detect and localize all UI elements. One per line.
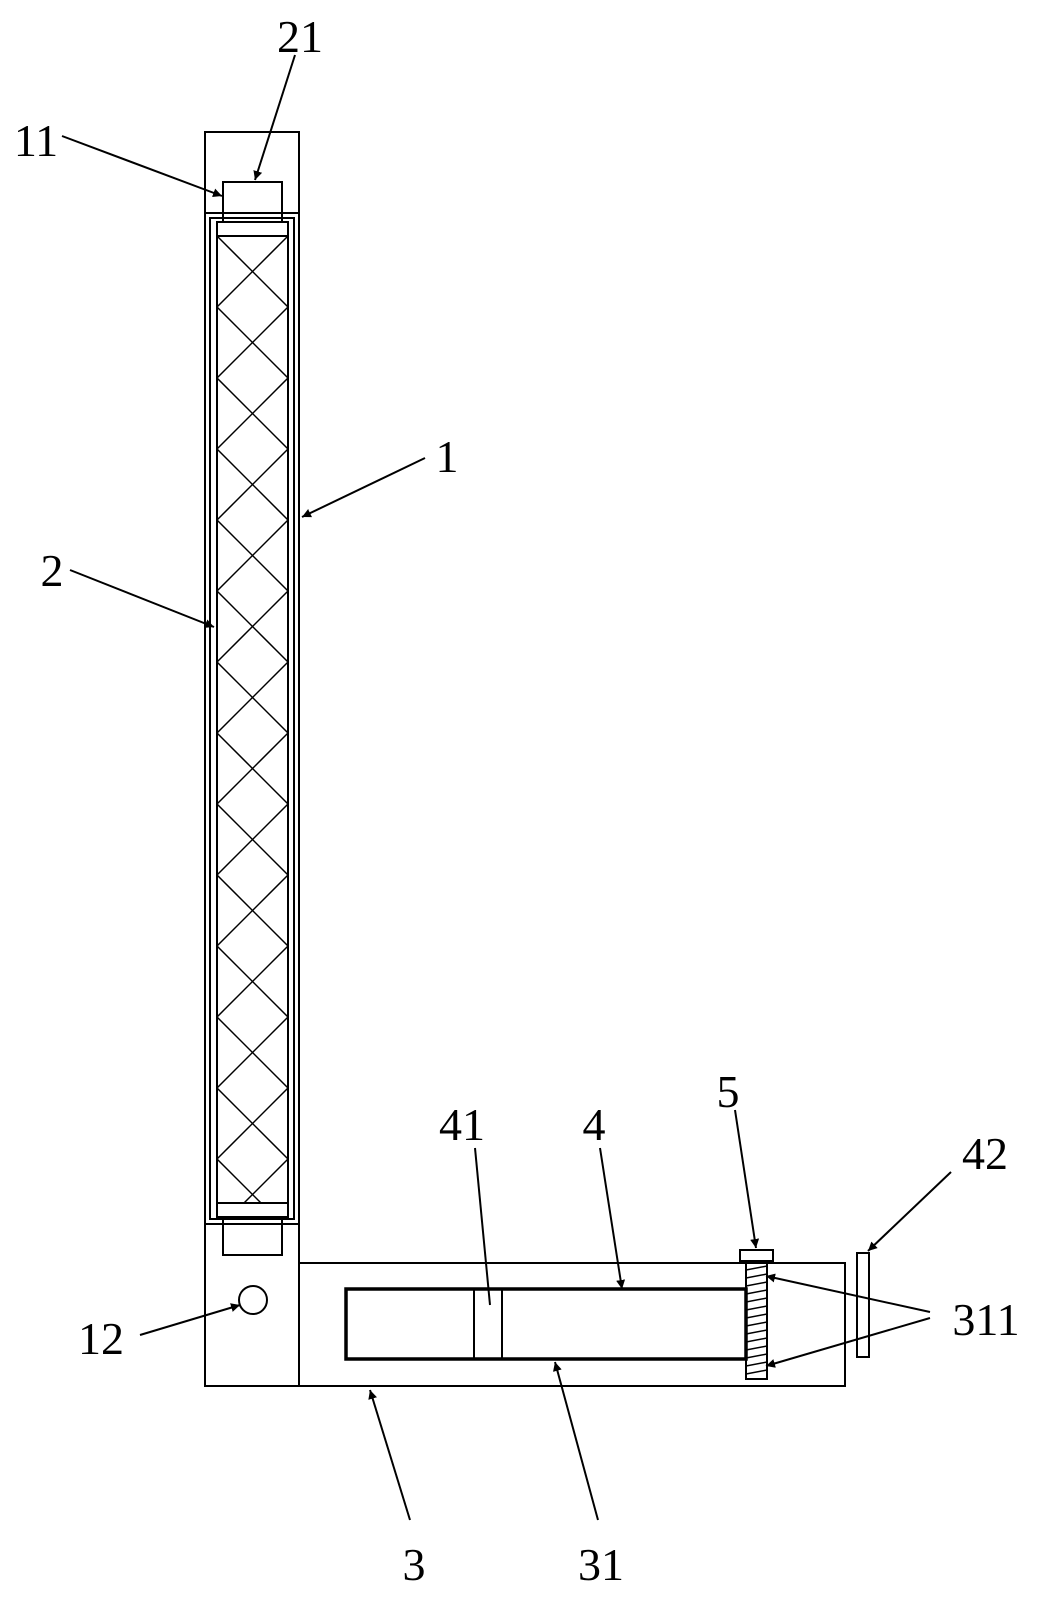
bottom-block (222, 1216, 283, 1256)
leader-311-lower (765, 1317, 931, 1368)
slide-slot (344, 1287, 748, 1361)
thread-line (745, 1337, 768, 1343)
crosshatch (216, 235, 289, 1204)
thread-line (745, 1297, 768, 1303)
label-311: 311 (952, 1294, 1019, 1345)
label-31: 31 (578, 1539, 624, 1590)
top-block (222, 181, 283, 223)
vertical-frame (204, 131, 300, 1387)
hatch-line (216, 661, 289, 734)
bolt (739, 1249, 774, 1380)
thread-line (745, 1329, 768, 1335)
label-3: 3 (403, 1539, 426, 1590)
label-2: 2 (41, 545, 64, 596)
thread-line (745, 1273, 768, 1279)
hatch-line (216, 377, 289, 450)
bolt-thread (745, 1265, 768, 1375)
hatch-line (216, 235, 289, 308)
hatch-line (216, 1087, 289, 1160)
leader-42 (867, 1171, 952, 1252)
thread-line (745, 1313, 768, 1319)
label-41: 41 (439, 1099, 485, 1150)
leader-21 (253, 54, 296, 181)
label-1: 1 (436, 431, 459, 482)
leader-41 (474, 1147, 491, 1306)
hatch-line (216, 519, 289, 592)
thread-line (745, 1281, 768, 1287)
reference-labels: 21 11 1 2 12 41 4 5 42 311 3 31 (14, 11, 1020, 1590)
label-21: 21 (277, 11, 323, 62)
leader-1 (301, 457, 426, 518)
leader-lines (61, 54, 952, 1521)
label-11: 11 (14, 115, 58, 166)
label-42: 42 (962, 1128, 1008, 1179)
leader-2 (69, 569, 215, 628)
hatch-line (216, 732, 289, 805)
pivot-hole (238, 1285, 268, 1315)
thread-line (745, 1353, 768, 1359)
thread-line (745, 1289, 768, 1295)
hatch-line (243, 1158, 289, 1204)
horizontal-base (298, 1262, 846, 1387)
hatch-line (216, 1016, 289, 1089)
leader-11 (61, 135, 223, 198)
thread-line (745, 1305, 768, 1311)
screw-rod (216, 221, 289, 1218)
hatch-line (216, 1158, 262, 1204)
leader-311-upper (765, 1273, 931, 1313)
leader-31 (553, 1361, 599, 1521)
thread-line (745, 1321, 768, 1327)
leader-3 (368, 1389, 411, 1521)
thread-line (745, 1369, 768, 1375)
label-4: 4 (583, 1099, 606, 1150)
hatch-line (216, 803, 289, 876)
hatch-line (216, 874, 289, 947)
hatch-line (216, 590, 289, 663)
side-plate (856, 1252, 870, 1358)
leader-4 (599, 1147, 626, 1290)
thread-line (745, 1345, 768, 1351)
leader-12 (139, 1303, 241, 1336)
thread-line (745, 1361, 768, 1367)
thread-line (745, 1265, 768, 1271)
hatch-line (216, 945, 289, 1018)
label-12: 12 (78, 1313, 124, 1364)
leader-5 (734, 1109, 760, 1249)
hatch-line (216, 448, 289, 521)
hatch-line (216, 306, 289, 379)
label-5: 5 (717, 1066, 740, 1117)
